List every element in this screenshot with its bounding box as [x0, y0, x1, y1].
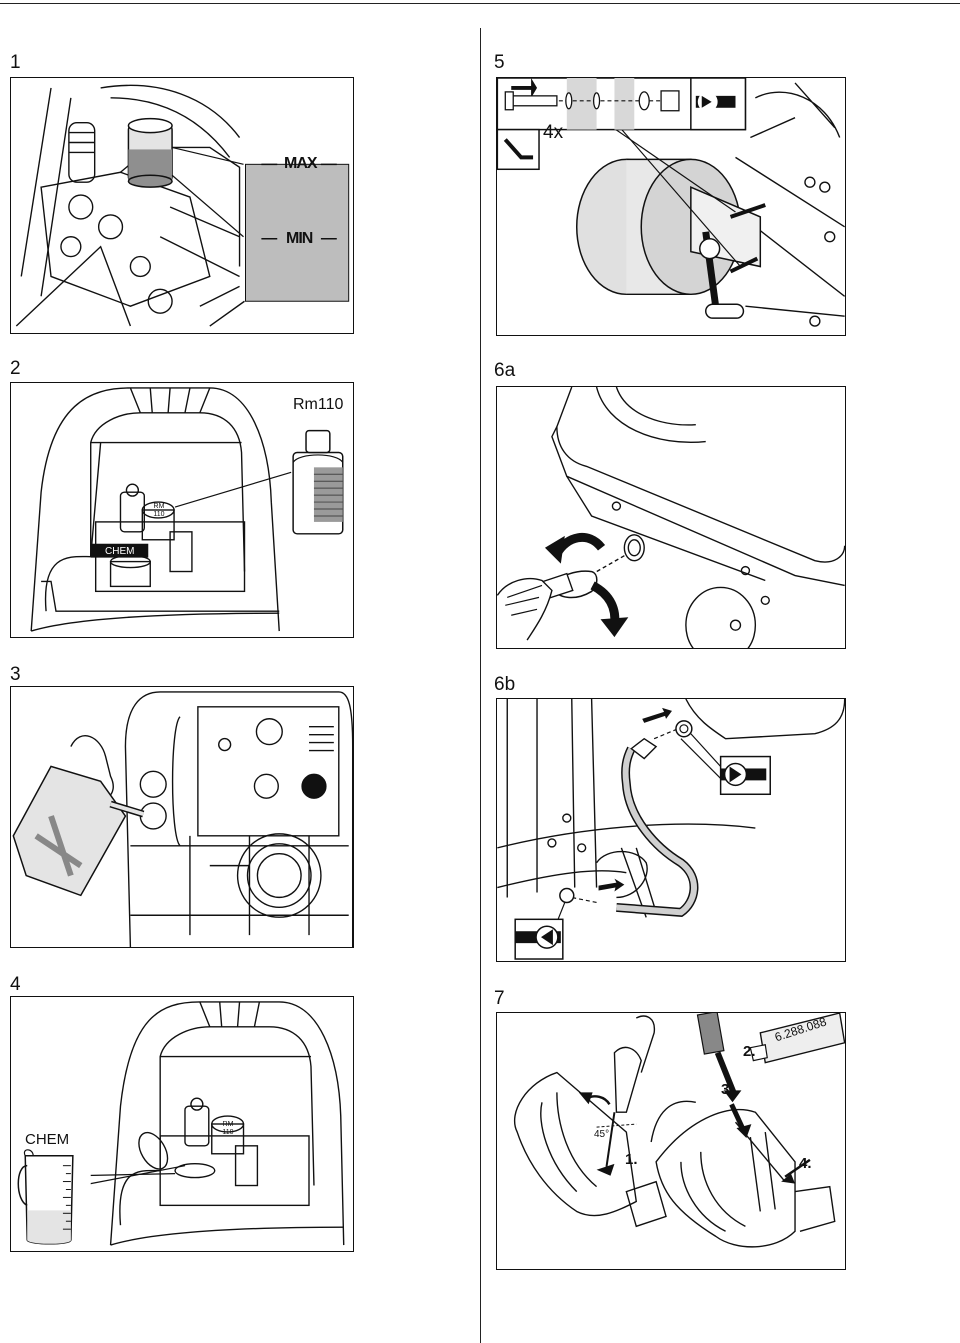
rm110-cap-label: RM 110: [153, 503, 165, 518]
rm110-product-label: Rm110: [293, 396, 344, 413]
plug-removal-illustration: [497, 387, 845, 648]
fuel-refill-illustration: [12, 691, 353, 947]
figure-6a-panel: [496, 386, 846, 649]
trigger-gun-lubrication-illustration: [513, 1013, 845, 1248]
figure-number-4: 4: [10, 974, 21, 995]
oil-bottle-illustration: [30, 387, 344, 632]
step-2-label: 2.: [743, 1043, 756, 1060]
rm110-cap-label: RM 110: [222, 1121, 234, 1136]
step-1-label: 1.: [625, 1151, 638, 1168]
chem-tank-label: CHEM: [105, 546, 135, 557]
figure-number-1: 1: [10, 52, 21, 73]
hose-connection-illustration: [497, 699, 845, 960]
figure-6b-panel: [496, 698, 846, 962]
figure-number-7: 7: [494, 988, 505, 1009]
figure-3-panel: [10, 686, 354, 948]
step-3-label: 3.: [721, 1081, 734, 1098]
quantity-4x-label: 4x: [543, 122, 564, 143]
column-divider: [480, 28, 481, 1343]
figure-number-6b: 6b: [494, 674, 516, 695]
max-level-label: MAX: [284, 155, 318, 172]
chem-refill-illustration: [11, 1001, 345, 1251]
min-level-label: MIN: [286, 230, 313, 247]
figure-number-5: 5: [494, 52, 505, 73]
figure-number-6a: 6a: [494, 360, 516, 381]
angle-45-label: 45°: [594, 1129, 610, 1140]
figure-4-panel: CHEM RM 110: [10, 996, 354, 1252]
step-4-label: 4.: [799, 1155, 812, 1172]
figure-number-2: 2: [10, 358, 21, 379]
hose-reel-mount-illustration: [497, 78, 845, 327]
figure-number-3: 3: [10, 664, 21, 685]
figure-7-panel: 6.288.088 45° 1. 2. 3. 4.: [496, 1012, 846, 1270]
chem-label: CHEM: [25, 1131, 70, 1148]
top-rule: [0, 3, 960, 4]
figure-1-panel: MAX MIN: [10, 77, 354, 334]
figure-5-panel: 4x: [496, 77, 846, 336]
pump-oil-level-illustration: [15, 84, 350, 327]
figure-2-panel: Rm110 RM 110 CHEM: [10, 382, 354, 638]
